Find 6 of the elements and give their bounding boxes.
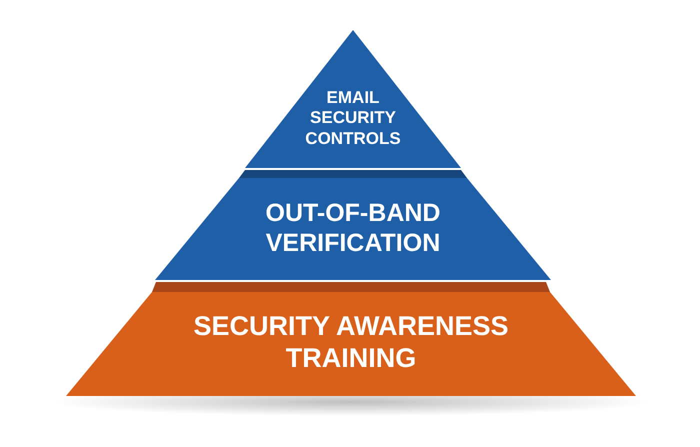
tier-label: SECURITY AWARENESS TRAINING [192, 310, 510, 375]
pyramid-tier [245, 30, 461, 170]
pyramid-tier [64, 282, 638, 398]
pyramid-tier [153, 170, 553, 282]
tier-label: EMAIL SECURITY CONTROLS [304, 88, 402, 150]
tier-label: OUT-OF-BAND VERIFICATION [264, 198, 442, 258]
